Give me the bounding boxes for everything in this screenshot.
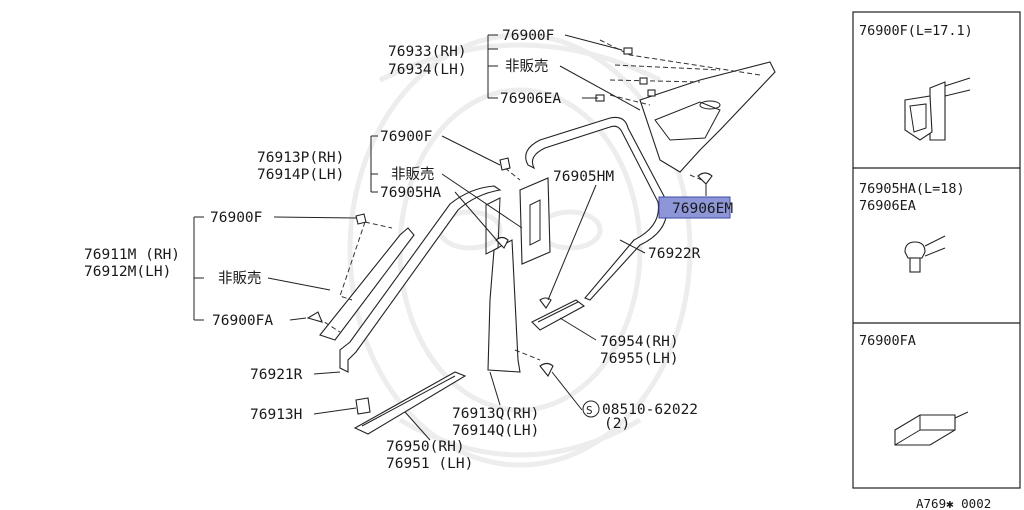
label-76912m[interactable]: 76912M(LH) bbox=[84, 264, 171, 280]
label-76911m[interactable]: 76911M (RH) bbox=[84, 247, 180, 263]
label-76913q[interactable]: 76913Q(RH) bbox=[452, 406, 539, 422]
weatherstrip-76921r bbox=[339, 185, 502, 373]
label-76921r[interactable]: 76921R bbox=[250, 367, 303, 383]
front-pillar-trim bbox=[319, 227, 415, 341]
label-76914p[interactable]: 76914P(LH) bbox=[257, 167, 344, 183]
label-76900f-top[interactable]: 76900F bbox=[502, 28, 554, 44]
panel-3-title: 76900FA bbox=[859, 333, 916, 349]
label-not-for-sale-2: 非販売 bbox=[391, 166, 435, 183]
label-76934[interactable]: 76934(LH) bbox=[388, 62, 467, 78]
label-76900fa[interactable]: 76900FA bbox=[212, 313, 273, 329]
label-screw-part[interactable]: 08510-62022 bbox=[602, 402, 698, 418]
label-76913h[interactable]: 76913H bbox=[250, 407, 302, 423]
screw-symbol-circle bbox=[582, 400, 600, 418]
panel-2-subtitle: 76906EA bbox=[859, 198, 916, 214]
label-screw-qty: (2) bbox=[604, 416, 630, 432]
diagram-code: A769✱ 0002 bbox=[916, 496, 991, 510]
kicking-plate-76954 bbox=[531, 299, 586, 331]
label-76905hm[interactable]: 76905HM bbox=[553, 169, 614, 185]
leader-lines bbox=[193, 34, 707, 441]
label-76906em[interactable]: 76906EM bbox=[672, 201, 733, 217]
label-not-for-sale-3: 非販売 bbox=[218, 270, 262, 287]
center-pillar-lower bbox=[487, 239, 521, 373]
screw-symbol-letter: S bbox=[586, 404, 593, 417]
label-76900f-mid[interactable]: 76900F bbox=[380, 129, 432, 145]
background-watermark bbox=[347, 32, 693, 468]
detail-panels: 76900F(L=17.1) 76905HA(L=18) 76906EA 769… bbox=[852, 11, 1021, 489]
clip-76905ha-drawing bbox=[904, 235, 946, 273]
label-76906ea[interactable]: 76906EA bbox=[500, 91, 561, 107]
label-76905ha[interactable]: 76905HA bbox=[380, 185, 441, 201]
label-76933[interactable]: 76933(RH) bbox=[388, 44, 467, 60]
label-76954[interactable]: 76954(RH) bbox=[600, 334, 679, 350]
label-76900f-left[interactable]: 76900F bbox=[210, 210, 262, 226]
label-76914q[interactable]: 76914Q(LH) bbox=[452, 423, 539, 439]
weatherstrip-76922r bbox=[525, 116, 668, 301]
clip-76900fa-drawing bbox=[894, 411, 969, 446]
label-76955[interactable]: 76955(LH) bbox=[600, 351, 679, 367]
clip-76900f-drawing bbox=[904, 77, 971, 141]
panel-1-title: 76900F(L=17.1) bbox=[859, 23, 973, 39]
panel-2-title: 76905HA(L=18) bbox=[859, 181, 965, 197]
label-76950[interactable]: 76950(RH) bbox=[386, 439, 465, 455]
label-76951[interactable]: 76951 (LH) bbox=[386, 456, 473, 472]
kicking-plate-76950 bbox=[353, 371, 467, 435]
center-pillar-upper bbox=[519, 177, 551, 265]
part-labels: 76900F 76933(RH) 76934(LH) 非販売 76906EA 7… bbox=[84, 28, 991, 510]
label-not-for-sale-1: 非販売 bbox=[505, 58, 549, 75]
label-76913p[interactable]: 76913P(RH) bbox=[257, 150, 344, 166]
highlighted-part-box[interactable] bbox=[658, 196, 731, 219]
label-76922r[interactable]: 76922R bbox=[648, 246, 701, 262]
exploded-parts bbox=[306, 39, 776, 435]
